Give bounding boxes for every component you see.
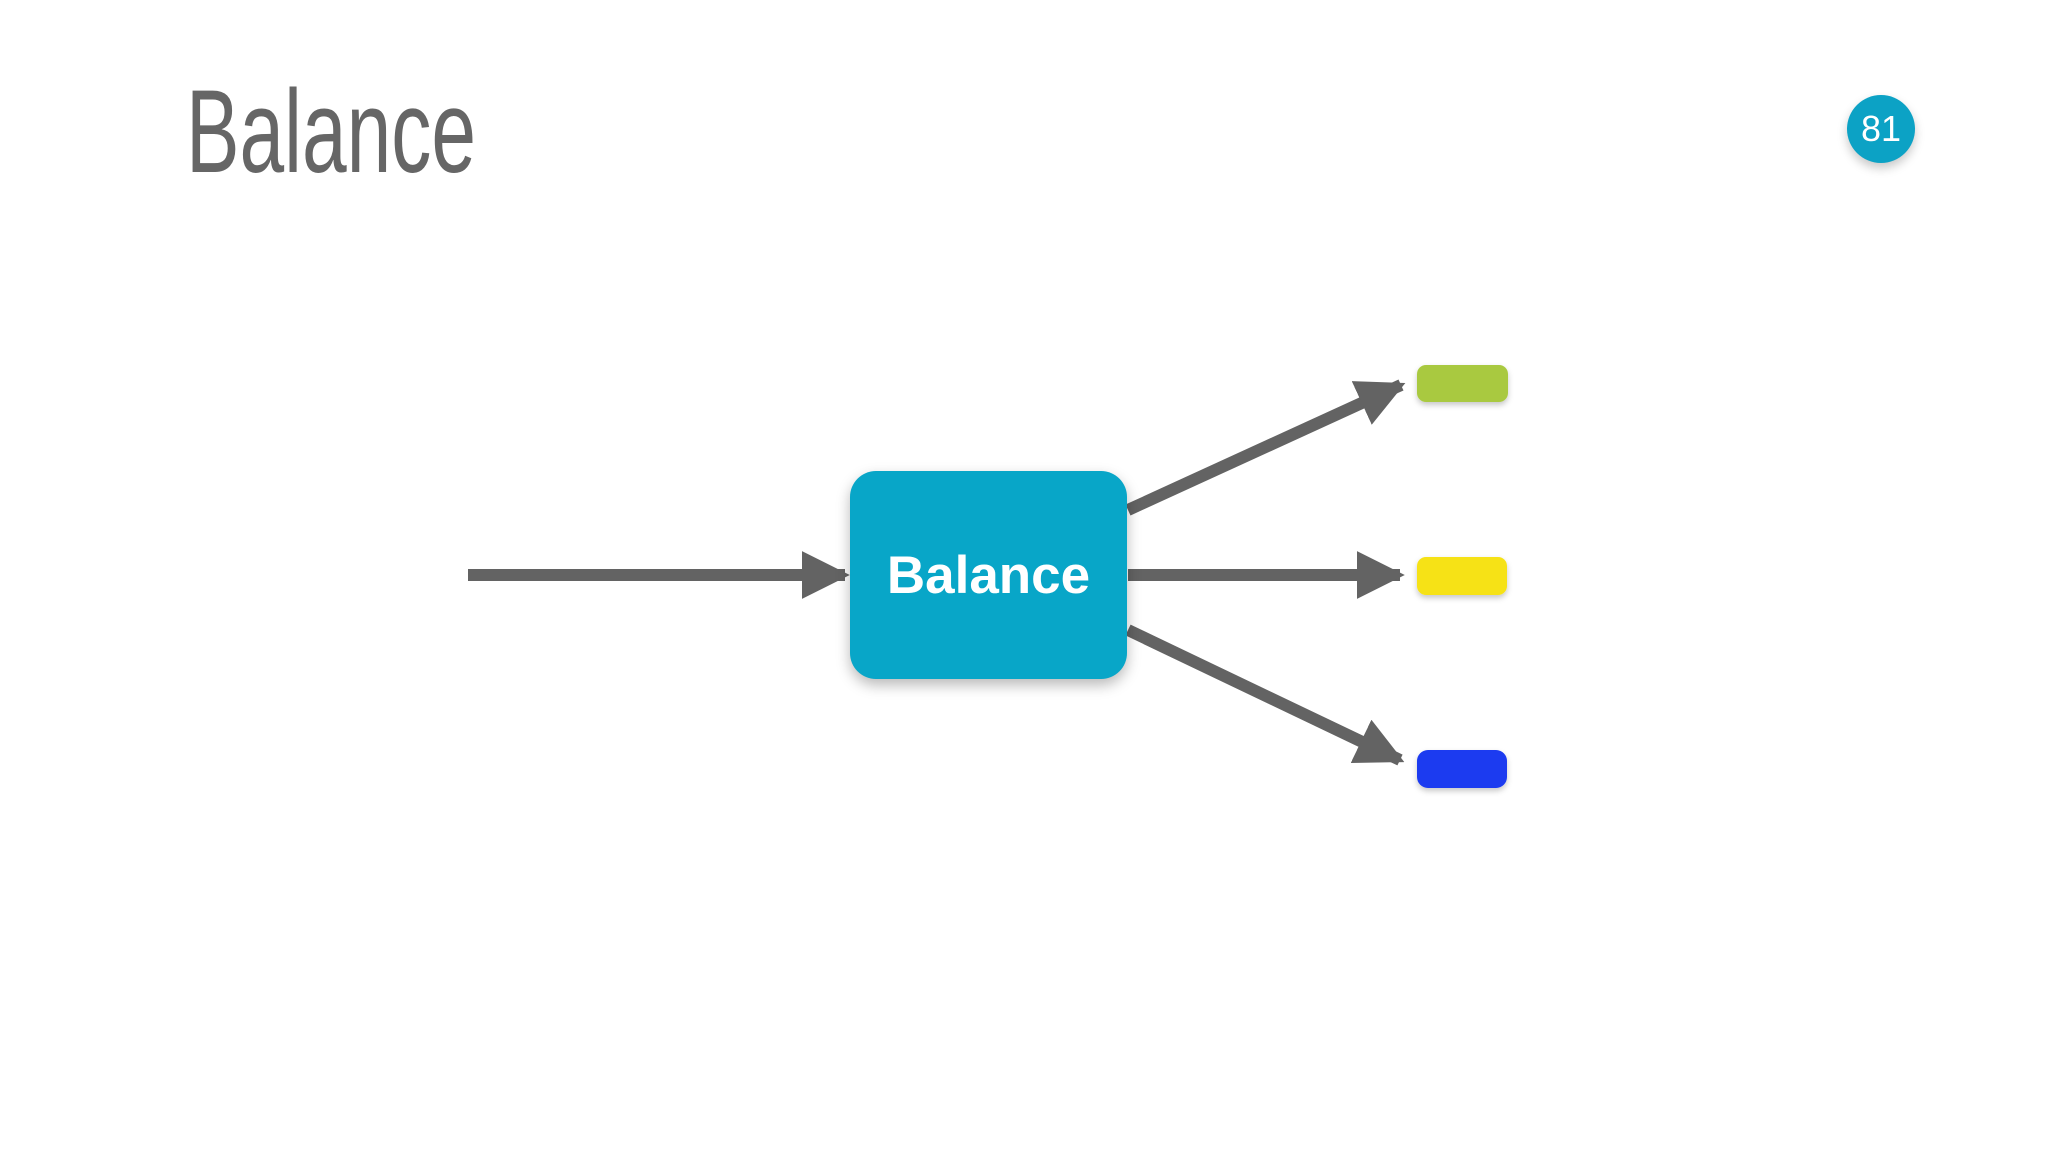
balance-node: Balance [850, 471, 1127, 679]
page-title: Balance [186, 66, 476, 198]
green-output-pill [1417, 365, 1508, 402]
page-number: 81 [1860, 108, 1902, 149]
arrow-to-green-output [1125, 379, 1406, 516]
balance-node-label: Balance [886, 545, 1091, 605]
arrow-to-blue-output [1125, 624, 1405, 766]
yellow-output-pill [1417, 557, 1507, 595]
blue-output-pill [1417, 750, 1507, 788]
page-number-badge: 81 [1847, 95, 1915, 163]
